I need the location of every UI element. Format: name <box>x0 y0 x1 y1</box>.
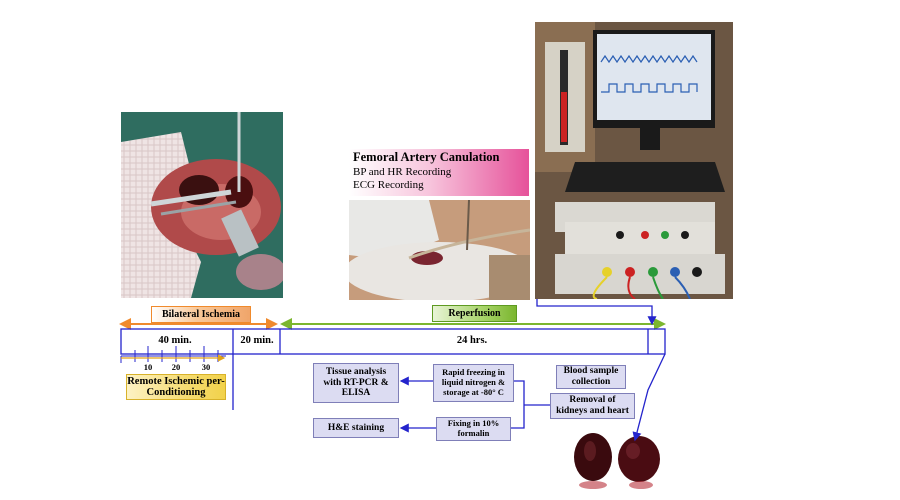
segment-40min-label: 40 min. <box>158 335 192 346</box>
equipment-photo <box>535 22 733 299</box>
organ-connector <box>632 353 666 442</box>
organs-graphic <box>574 433 660 489</box>
femoral-label-box <box>349 149 529 196</box>
surgery-scene-graphic <box>121 112 283 298</box>
tissue-analysis-box: Tissue analysis with RT-PCR & ELISA <box>313 363 399 403</box>
he-staining-box: H&E staining <box>313 418 399 438</box>
blood-sample-box: Blood sample collection <box>556 365 626 389</box>
removal-bracket <box>511 380 525 429</box>
femoral-line2: ECG Recording <box>353 179 424 191</box>
canulation-photo <box>349 200 530 300</box>
rapid-freezing-box: Rapid freezing in liquid nitrogen & stor… <box>433 364 514 402</box>
femoral-line1: BP and HR Recording <box>353 166 452 178</box>
ripc-label: Remote Ischemic per-Conditioning <box>126 374 226 400</box>
segment-24hrs-label: 24 hrs. <box>456 335 488 346</box>
segment-20min-label: 20 min. <box>240 335 274 346</box>
fixing-box: Fixing in 10% formalin <box>436 417 511 441</box>
timeline-box <box>120 328 666 355</box>
tick-label-10: 10 <box>143 362 153 372</box>
canulation-scene-graphic <box>349 200 530 300</box>
equipment-connector <box>536 299 657 326</box>
femoral-title: Femoral Artery Canulation <box>353 150 500 164</box>
tick-label-30: 30 <box>201 362 211 372</box>
equipment-scene-graphic <box>535 22 733 299</box>
removal-box: Removal of kidneys and heart <box>550 393 635 419</box>
tick-label-20: 20 <box>171 362 181 372</box>
organs-photo <box>563 425 663 493</box>
surgery-photo <box>121 112 283 298</box>
